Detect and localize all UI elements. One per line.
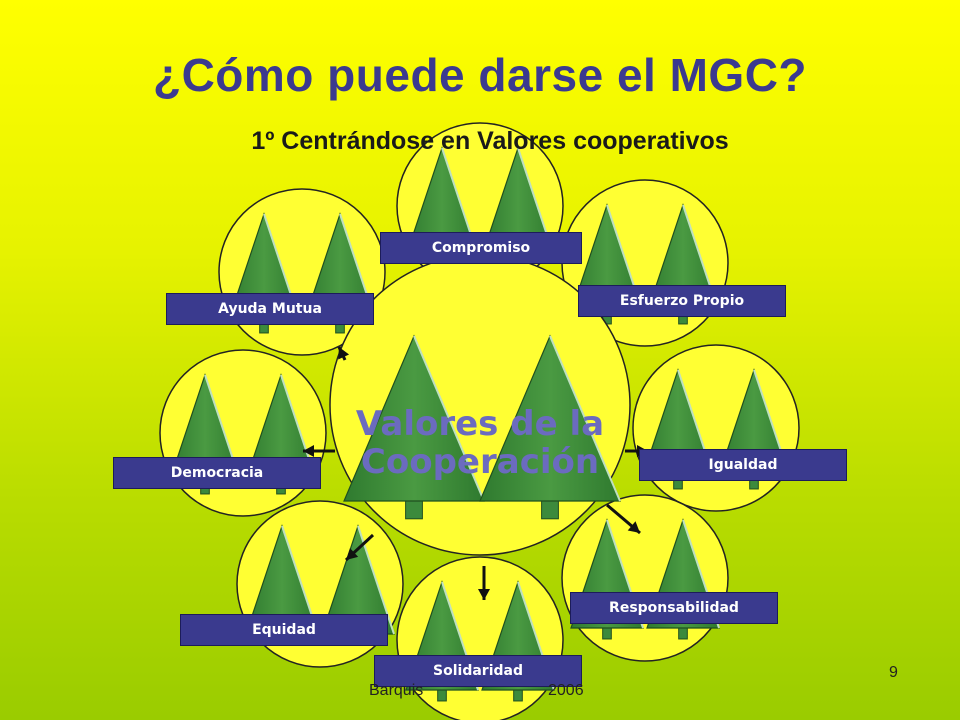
- label-compromiso: Compromiso: [380, 232, 582, 264]
- center-circle: [329, 254, 631, 556]
- arrow-down-right: [606, 503, 641, 535]
- circle-igualdad: [632, 344, 800, 512]
- label-esfuerzo-propio: Esfuerzo Propio: [578, 285, 786, 317]
- slide-title: ¿Cómo puede darse el MGC?: [152, 49, 808, 101]
- label-equidad: Equidad: [180, 614, 388, 646]
- label-democracia: Democracia: [113, 457, 321, 489]
- page-number: 9: [889, 664, 898, 681]
- center-title-line2: Cooperación: [360, 442, 600, 482]
- tree-icon: [343, 334, 485, 520]
- label-igualdad: Igualdad: [639, 449, 847, 481]
- tree-icon: [479, 334, 621, 520]
- arrow-down-left: [344, 533, 375, 562]
- circle-responsabilidad: [561, 494, 729, 662]
- label-solidaridad: Solidaridad: [374, 655, 582, 687]
- circle-democracia: [159, 349, 327, 517]
- footer-left: Barquis: [369, 682, 424, 699]
- arrow-up-left: [337, 346, 350, 361]
- arrow-left: [303, 445, 335, 457]
- center-title: Valores de la Cooperación: [330, 405, 630, 481]
- label-responsabilidad: Responsabilidad: [570, 592, 778, 624]
- slide-subtitle: 1º Centrándose en Valores cooperativos: [251, 127, 729, 155]
- footer-right: 2006: [548, 682, 584, 699]
- arrow-down: [478, 566, 490, 600]
- label-ayuda-mutua: Ayuda Mutua: [166, 293, 374, 325]
- center-title-line1: Valores de la: [355, 404, 605, 444]
